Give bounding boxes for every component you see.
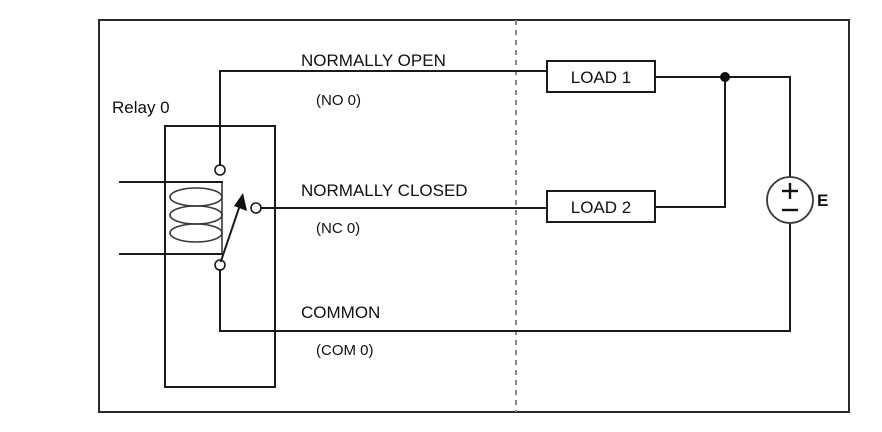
- coil-loop-3: [169, 223, 223, 243]
- diagram-frame: [98, 19, 850, 413]
- wire-no-to-load1: [219, 70, 548, 166]
- terminal-code-nc: (NC 0): [316, 220, 360, 237]
- switch-arm: [219, 203, 242, 263]
- wire-com-to-source-negative: [219, 269, 791, 332]
- terminal-no-contact: [214, 164, 226, 176]
- terminal-label-normally-closed: NORMALLY CLOSED: [301, 181, 468, 200]
- voltage-source-symbol: [766, 176, 814, 224]
- relay-label: Relay 0: [112, 98, 170, 117]
- terminal-nc-contact: [250, 202, 262, 214]
- switch-arm-arrowhead: [234, 193, 247, 211]
- load2-box: [546, 190, 656, 223]
- terminal-label-normally-open: NORMALLY OPEN: [301, 51, 446, 70]
- junction-dot: [720, 72, 730, 82]
- terminal-code-no: (NO 0): [316, 92, 361, 109]
- terminal-label-common: COMMON: [301, 303, 380, 322]
- load1-label: LOAD 1: [571, 68, 631, 87]
- wire-load2-to-junction: [654, 76, 726, 208]
- terminal-code-com: (COM 0): [316, 342, 374, 359]
- voltage-source-label: E: [817, 191, 828, 210]
- load2-label: LOAD 2: [571, 198, 631, 217]
